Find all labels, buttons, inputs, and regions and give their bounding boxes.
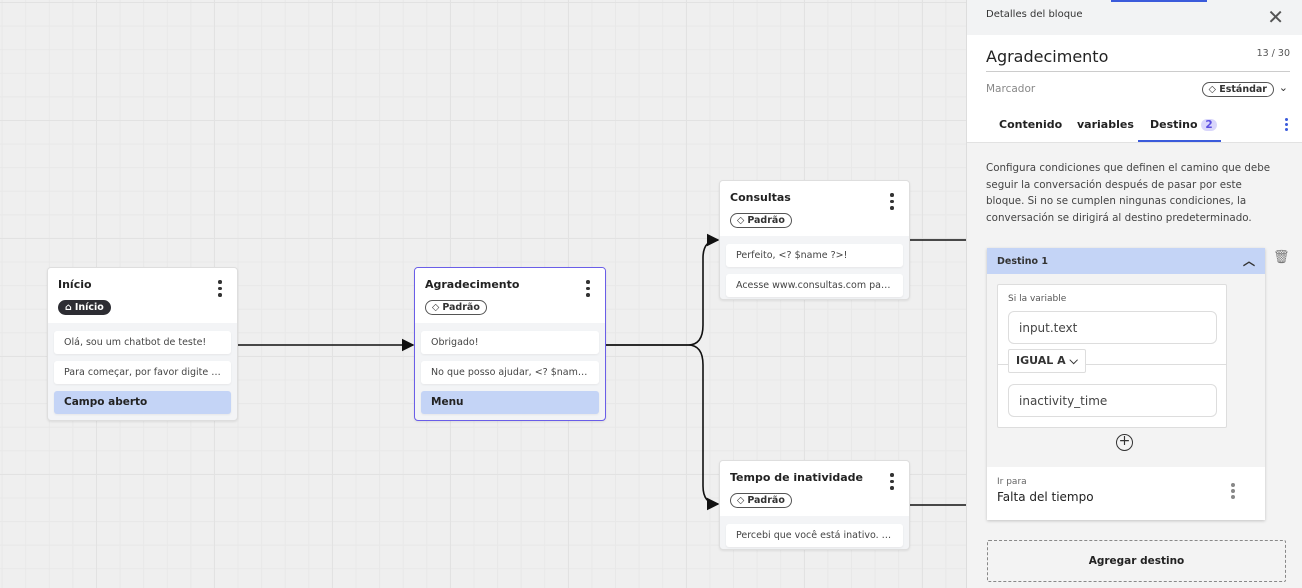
message-item[interactable]: No que posso ajudar, <? $name ...: [421, 361, 599, 384]
scroll-indicator: [1111, 0, 1207, 2]
value-input[interactable]: inactivity_time: [1008, 384, 1217, 417]
input-item[interactable]: Menu: [421, 391, 599, 414]
goto-section[interactable]: Ir para Falta del tiempo: [987, 467, 1265, 520]
marker-tag: ◇Padrão: [425, 300, 487, 315]
marker-select[interactable]: ◇ Estándar: [1201, 82, 1274, 97]
more-icon[interactable]: [1231, 483, 1235, 501]
message-item[interactable]: Olá, sou um chatbot de teste!: [54, 331, 231, 354]
goto-label: Ir para: [997, 477, 1027, 487]
node-tempo-inatividade[interactable]: Tempo de inatividade ◇Padrão Percebi que…: [719, 460, 910, 550]
panel-title: Detalles del bloque: [986, 9, 1083, 20]
marker-label: Marcador: [986, 83, 1036, 95]
home-icon: ⌂: [65, 302, 72, 313]
block-name-input[interactable]: Agradecimento: [986, 47, 1109, 66]
chevron-up-icon[interactable]: ︿: [1242, 254, 1255, 268]
message-item[interactable]: Obrigado!: [421, 331, 599, 354]
chevron-down-icon[interactable]: ⌄: [1278, 81, 1288, 94]
message-item[interactable]: Acesse www.consultas.com par...: [726, 274, 903, 297]
input-item[interactable]: Campo aberto: [54, 391, 231, 414]
message-item[interactable]: Percebi que você está inativo. C...: [726, 524, 903, 547]
more-icon[interactable]: [889, 193, 895, 213]
char-count: 13 / 30: [1256, 48, 1290, 59]
tag-icon: ◇: [1208, 84, 1220, 95]
operator-select[interactable]: IGUAL A ⌵: [1008, 349, 1086, 373]
trash-icon[interactable]: 🗑: [1273, 250, 1290, 265]
chevron-down-icon: ⌵: [1069, 354, 1078, 367]
description: Configura condiciones que definen el cam…: [986, 162, 1271, 224]
node-title: Início: [58, 278, 92, 291]
more-icon[interactable]: [889, 473, 895, 493]
edge-agradecimento-consultas: [606, 233, 720, 346]
flow-canvas[interactable]: Início ⌂Início Olá, sou um chatbot de te…: [0, 0, 966, 588]
tag-icon: ◇: [432, 302, 440, 313]
close-icon[interactable]: ✕: [1267, 5, 1284, 29]
more-icon[interactable]: [585, 280, 591, 300]
marker-tag: ◇Padrão: [730, 493, 792, 508]
tag-icon: ◇: [737, 215, 745, 226]
message-item[interactable]: Perfeito, <? $name ?>!: [726, 244, 903, 267]
variable-input[interactable]: input.text: [1008, 311, 1217, 344]
marker-tag: ◇Padrão: [730, 213, 792, 228]
more-icon[interactable]: [1285, 118, 1288, 133]
node-agradecimento[interactable]: Agradecimento ◇Padrão Obrigado! No que po…: [414, 267, 606, 421]
add-destination-button[interactable]: Agregar destino: [987, 540, 1286, 582]
node-inicio[interactable]: Início ⌂Início Olá, sou um chatbot de te…: [47, 267, 238, 421]
destination-header[interactable]: Destino 1︿: [987, 248, 1265, 274]
start-tag: ⌂Início: [58, 300, 111, 315]
node-consultas[interactable]: Consultas ◇Padrão Perfeito, <? $name ?>!…: [719, 180, 910, 300]
edges: [238, 233, 966, 511]
add-condition-icon[interactable]: +: [1116, 434, 1133, 451]
count-badge: 2: [1201, 119, 1217, 131]
tab-variables[interactable]: variables: [1077, 118, 1134, 131]
goto-value[interactable]: Falta del tiempo: [997, 490, 1094, 504]
node-title: Agradecimento: [425, 278, 520, 291]
more-icon[interactable]: [217, 280, 223, 300]
tag-icon: ◇: [737, 495, 745, 506]
edge-agradecimento-tempo: [606, 344, 720, 511]
node-title: Tempo de inatividade: [730, 471, 864, 484]
block-details-panel: Detalles del bloque ✕ Agradecimento 13 / …: [966, 0, 1302, 588]
condition-box: Si la variable input.text IGUAL A ⌵ inac…: [997, 284, 1227, 428]
node-title: Consultas: [730, 191, 791, 204]
tab-contenido[interactable]: Contenido: [999, 118, 1063, 131]
tab-destino[interactable]: Destino 2: [1150, 118, 1217, 131]
destination-card: Destino 1︿ Si la variable input.text IGU…: [987, 248, 1265, 520]
message-item[interactable]: Para começar, por favor digite o ...: [54, 361, 231, 384]
condition-label: Si la variable: [1008, 294, 1067, 304]
